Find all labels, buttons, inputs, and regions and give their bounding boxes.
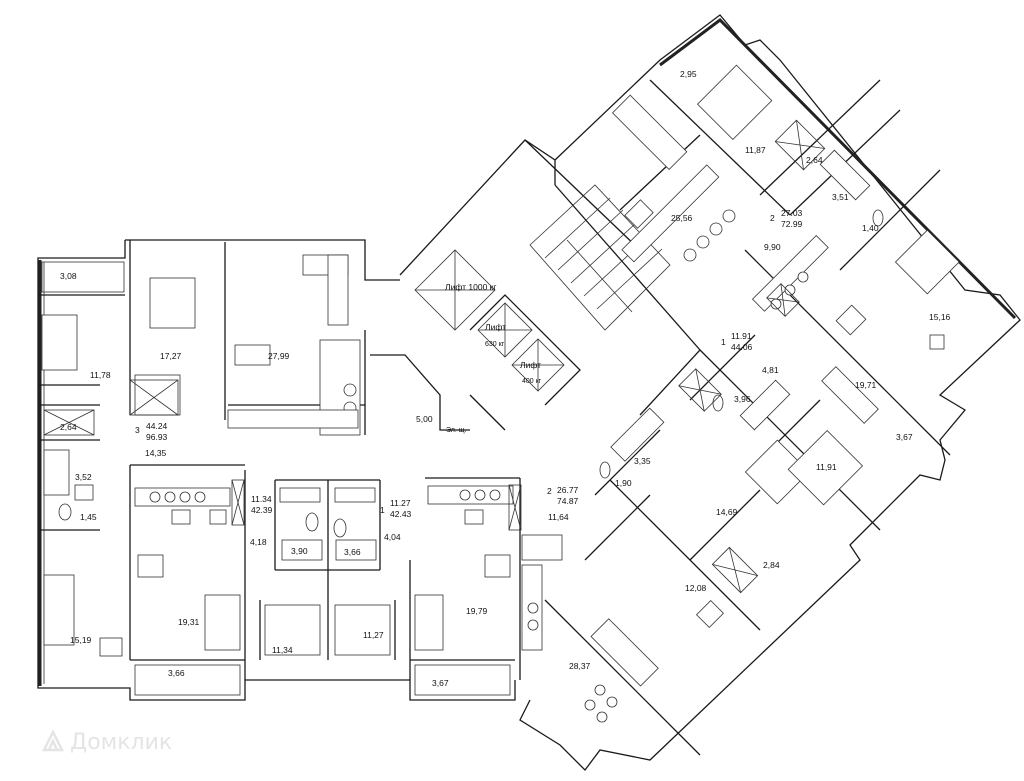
apartment-rooms: 3 xyxy=(135,425,140,435)
apartment-total: 96.93 xyxy=(146,432,168,442)
room-area: 2,64 xyxy=(806,155,823,165)
room-area: 3,35 xyxy=(634,456,651,466)
left-wing xyxy=(37,239,563,701)
room-area: 17,27 xyxy=(160,351,182,361)
apartment-living: 44.24 xyxy=(146,421,168,431)
apartment-total: 74.87 xyxy=(557,496,579,506)
room-area: 3,51 xyxy=(832,192,849,202)
room-area: 3,08 xyxy=(60,271,77,281)
room-area: 11,34 xyxy=(272,645,293,655)
apartment-rooms: 2 xyxy=(547,486,552,496)
labels: Лифт 1000 кг Лифт 630 кг Лифт 400 кг Эл.… xyxy=(60,69,951,688)
room-area: 9,90 xyxy=(764,242,781,252)
room-area: 2,95 xyxy=(680,69,697,79)
lift-400-label: Лифт xyxy=(520,360,541,370)
room-area: 5,00 xyxy=(416,414,433,424)
room-area: 4,04 xyxy=(384,532,401,542)
lift-1000-label: Лифт 1000 кг xyxy=(445,282,496,292)
room-area: 11,64 xyxy=(548,512,569,522)
room-area: 3,67 xyxy=(896,432,913,442)
apartment-rooms: 2 xyxy=(770,213,775,223)
room-area: 3,96 xyxy=(734,394,751,404)
room-area: 2,84 xyxy=(763,560,780,570)
lift-630-capacity: 630 кг xyxy=(485,341,505,348)
room-area: 14,69 xyxy=(716,507,738,517)
apartment-living: 11.91 xyxy=(731,331,752,341)
apartment-rooms: 1 xyxy=(721,337,726,347)
room-area: 19,31 xyxy=(178,617,200,627)
apartment-living: 27.03 xyxy=(781,208,803,218)
right-wing xyxy=(519,14,1021,771)
room-area: 3,52 xyxy=(75,472,92,482)
room-area: 1,40 xyxy=(862,223,879,233)
room-area: 3,67 xyxy=(432,678,449,688)
apartment-total: 42.39 xyxy=(251,505,273,515)
room-area: 3,66 xyxy=(168,668,185,678)
room-area: 11,27 xyxy=(363,630,384,640)
room-area: 1,45 xyxy=(80,512,97,522)
apartment-total: 42.43 xyxy=(390,509,412,519)
room-area: 25,56 xyxy=(671,213,693,223)
room-area: 15,16 xyxy=(929,312,951,322)
room-area: 19,71 xyxy=(855,380,877,390)
apartment-total: 72.99 xyxy=(781,219,803,229)
apartment-total: 44.06 xyxy=(731,342,753,352)
apartment-rooms: 1 xyxy=(380,505,385,515)
room-area: 4,18 xyxy=(250,537,267,547)
lift-630-label: Лифт xyxy=(485,322,506,332)
room-area: 11,91 xyxy=(816,462,837,472)
apartment-living: 26.77 xyxy=(557,485,579,495)
room-area: 3,90 xyxy=(291,546,308,556)
room-area: 11,78 xyxy=(90,370,111,380)
apartment-living: 11.34 xyxy=(251,494,272,504)
room-area: 3,66 xyxy=(344,547,361,557)
el-shaft-label: Эл. щ. xyxy=(446,427,467,434)
room-area: 12,08 xyxy=(685,583,707,593)
room-area: 14,35 xyxy=(145,448,167,458)
room-area: 15,19 xyxy=(70,635,92,645)
room-area: 28,37 xyxy=(569,661,591,671)
room-area: 19,79 xyxy=(466,606,488,616)
room-area: 4,81 xyxy=(762,365,779,375)
room-area: 11,87 xyxy=(745,145,766,155)
room-area: 1,90 xyxy=(615,478,632,488)
apartment-living: 11.27 xyxy=(390,498,411,508)
room-area: 2,64 xyxy=(60,422,77,432)
room-area: 27,99 xyxy=(268,351,290,361)
lift-400-capacity: 400 кг xyxy=(522,378,542,385)
